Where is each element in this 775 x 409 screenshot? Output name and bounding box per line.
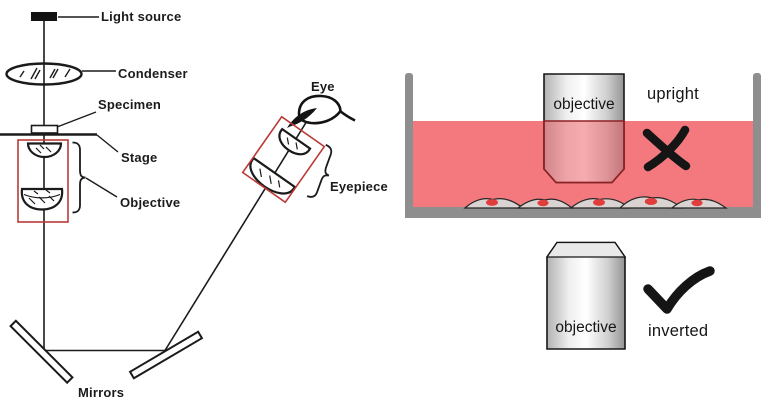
inverted-objective-top-face xyxy=(545,241,627,258)
label-objective: Objective xyxy=(120,195,180,210)
label-eyepiece: Eyepiece xyxy=(330,179,388,194)
cell xyxy=(618,196,684,209)
eyepiece-brace xyxy=(306,144,333,198)
objective-upper-lens-hatching xyxy=(35,144,52,154)
light-source-icon xyxy=(31,12,57,21)
label-condenser: Condenser xyxy=(118,66,188,81)
specimen-slide xyxy=(30,124,59,134)
label-pointer-lines xyxy=(56,16,119,198)
condenser-hatching xyxy=(19,67,71,80)
inverted-objective-label: objective xyxy=(555,319,616,336)
upright-objective-label: objective xyxy=(553,96,614,113)
mirror-right xyxy=(128,330,204,380)
eyepiece-highlight-box xyxy=(241,115,326,204)
mirror-left xyxy=(9,319,74,385)
cell xyxy=(569,198,631,209)
label-stage: Stage xyxy=(121,150,157,165)
objective-highlight-box xyxy=(17,139,69,223)
check-icon xyxy=(643,266,715,314)
dish-bottom xyxy=(405,207,761,218)
label-eye: Eye xyxy=(311,79,335,94)
cell xyxy=(463,198,525,209)
eyepiece-lower-lens xyxy=(249,156,297,195)
eyepiece-upper-lens xyxy=(278,127,312,156)
label-light-source: Light source xyxy=(101,9,181,24)
dish-right-wall xyxy=(753,73,761,218)
objective-brace xyxy=(72,141,86,214)
eye-icon xyxy=(287,94,356,128)
cell xyxy=(670,198,728,209)
inverted-objective: objective xyxy=(545,241,627,350)
cross-icon xyxy=(642,125,691,172)
upright-objective-submerged-overlay xyxy=(543,120,625,184)
objective-upper-lens xyxy=(26,142,63,159)
inverted-caption: inverted xyxy=(648,322,709,340)
upright-objective: objective xyxy=(543,73,625,184)
label-mirrors: Mirrors xyxy=(78,385,124,400)
label-specimen: Specimen xyxy=(98,97,161,112)
dish-left-wall xyxy=(405,73,413,218)
cell xyxy=(516,198,574,209)
cell-layer xyxy=(463,196,728,209)
objective-lower-lens-hatching xyxy=(23,189,61,205)
light-path-diagram: Light source Condenser Specimen Stage Ob… xyxy=(0,9,388,400)
upright-caption: upright xyxy=(647,85,699,103)
